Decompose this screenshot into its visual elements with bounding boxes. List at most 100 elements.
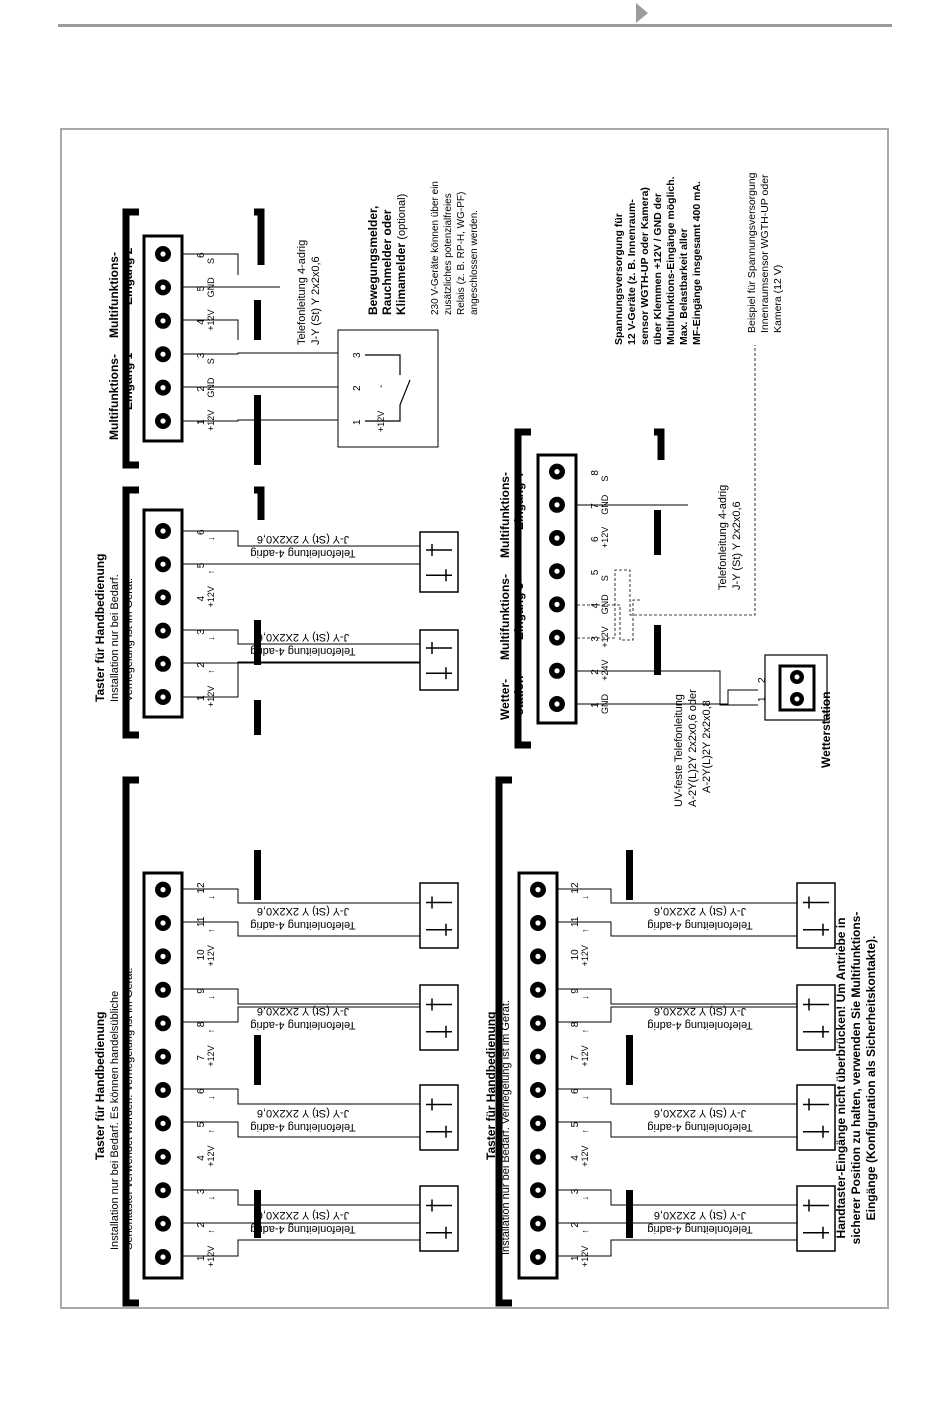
- sensor-box: [337, 329, 439, 448]
- block-title: Eingang 4: [512, 472, 526, 530]
- wire-group: [558, 888, 797, 1257]
- terminal-number: 1: [196, 419, 207, 425]
- terminal-symbol: ↓: [580, 1096, 590, 1101]
- terminal-screw-center: [160, 1221, 166, 1227]
- terminal-number: 2: [196, 662, 207, 668]
- switch-arrow-icon: [426, 1098, 452, 1138]
- switch-arrow-icon: [803, 896, 829, 936]
- terminal-symbol: +24V: [600, 660, 610, 681]
- terminal-symbol: GND: [600, 594, 610, 615]
- terminal-symbol: +12V: [206, 1146, 216, 1167]
- terminal-number: 6: [590, 536, 601, 542]
- terminal-number: 12: [570, 882, 581, 894]
- terminal-screw-center: [554, 668, 560, 674]
- terminal-symbol: ↑: [206, 929, 216, 934]
- header-rule: [58, 24, 892, 27]
- cable-label: Telefonleitung 4-adrig: [250, 919, 355, 931]
- terminal-number: 4: [590, 602, 601, 608]
- power-note-line: Spannungsversorgung für: [613, 213, 625, 345]
- cable-label: Telefonleitung 4-adrig: [647, 1019, 752, 1031]
- block-title: Eingang 1: [121, 352, 135, 410]
- uv-cable-label: A-2Y(L)2Y 2x2x0,8: [701, 700, 713, 793]
- sensor-title: Klimamelder (optional): [394, 194, 408, 315]
- terminal-number: 5: [590, 569, 601, 575]
- terminal-screw-center: [160, 561, 166, 567]
- terminal-number: 1: [570, 1255, 581, 1261]
- example-note: Beispiel für Spannungsversorgung Innenra…: [746, 172, 784, 333]
- terminal-number: 6: [196, 1088, 207, 1094]
- terminal-number: 3: [196, 629, 207, 635]
- terminal-screw-center: [535, 1221, 541, 1227]
- terminal-number: 7: [570, 1055, 581, 1061]
- terminal-number: 5: [196, 285, 207, 291]
- power-note-line: über Klemmen +12V / GND der: [652, 193, 664, 345]
- sensor-symbol: -: [376, 385, 387, 388]
- block-title: Multifunktions-: [498, 472, 512, 558]
- terminal-symbol: ↓: [206, 895, 216, 900]
- terminal-screw-center: [554, 469, 560, 475]
- terminal-symbol: ↑: [580, 1129, 590, 1134]
- sensor-pin: 1: [352, 419, 363, 425]
- power-note-line: 12 V-Geräte (z. B. Innenraum-: [626, 199, 638, 345]
- switch-arrow-icon: [426, 1199, 452, 1239]
- terminal-screw-center: [535, 1020, 541, 1026]
- terminal-screw-center: [535, 987, 541, 993]
- block-title: Taster für Handbedienung: [93, 554, 107, 702]
- cable-label: Telefonleitung 4-adrig: [296, 240, 308, 345]
- cable-label: Telefonleitung 4-adrig: [250, 1223, 355, 1235]
- terminal-number: 5: [196, 1121, 207, 1127]
- terminal-symbol: ↓: [206, 537, 216, 542]
- terminal-screw-center: [160, 528, 166, 534]
- sensor-symbol: +12V: [376, 411, 386, 432]
- cable-label: Telefonleitung 4-adrig: [647, 919, 752, 931]
- cable-label: J-Y (St) Y 2X2X0,6: [257, 905, 349, 917]
- terminal-number: 4: [570, 1155, 581, 1161]
- terminal-screw-center: [160, 351, 166, 357]
- cable-label: Telefonleitung 4-adrig: [647, 1223, 752, 1235]
- cable-label: Telefonleitung 4-adrig: [250, 1019, 355, 1031]
- block-title: Multifunktions-: [107, 354, 121, 440]
- terminal-number: 6: [196, 252, 207, 258]
- cable-labels: Telefonleitung 4-adrig J-Y (St) Y 2X2X0,…: [250, 905, 355, 1235]
- terminal-symbol: ↓: [206, 1196, 216, 1201]
- terminal-symbol: ↑: [206, 1129, 216, 1134]
- terminal-number: 2: [570, 1222, 581, 1228]
- terminal-symbol: +12V: [206, 686, 216, 707]
- terminal-number: 2: [196, 1222, 207, 1228]
- switch-group: [796, 882, 836, 1252]
- wire-group: [183, 888, 420, 1257]
- switch-arrow-icon: [803, 1098, 829, 1138]
- terminal-symbol: S: [206, 358, 216, 364]
- cable-label: J-Y (St) Y 2X2X0,6: [654, 1107, 746, 1119]
- terminal-number: 5: [570, 1121, 581, 1127]
- terminal-symbol: ↓: [580, 895, 590, 900]
- sensor-title: Rauchmelder oder: [380, 209, 394, 315]
- terminal-screw-center: [160, 418, 166, 424]
- cable-label: Telefonleitung 4-adrig: [250, 547, 355, 559]
- terminal-number: 3: [590, 636, 601, 642]
- station-pin: 2: [757, 677, 768, 683]
- cable-label: J-Y (St) Y 2x2x0,6: [310, 256, 322, 345]
- terminal-symbol: S: [600, 575, 610, 581]
- example-note-line: Kamera (12 V): [772, 265, 784, 333]
- terminal-symbol: +12V: [580, 1146, 590, 1167]
- cable-label: J-Y (St) Y 2X2X0,6: [257, 1107, 349, 1119]
- next-page-arrow-icon: [636, 3, 648, 23]
- terminal-symbol: ↓: [206, 636, 216, 641]
- switch-arrow-icon: [426, 544, 452, 582]
- switch-arrow-icon: [426, 896, 452, 936]
- terminal-number: 2: [196, 386, 207, 392]
- diagram-frame: [60, 128, 889, 1309]
- cable-label: Telefonleitung 4-adrig: [250, 1121, 355, 1133]
- block-title: Wetter-: [498, 679, 512, 720]
- terminal-symbol: ↓: [580, 1196, 590, 1201]
- terminal-number: 9: [196, 988, 207, 994]
- terminal-number: 7: [590, 503, 601, 509]
- terminal-number: 1: [196, 695, 207, 701]
- uv-cable-label: A-2Y(L)2Y 2x2x0,6 oder: [687, 689, 699, 807]
- terminal-symbol: +12V: [206, 410, 216, 431]
- warning-line: sicherer Position zu halten, verwenden S…: [849, 912, 863, 1245]
